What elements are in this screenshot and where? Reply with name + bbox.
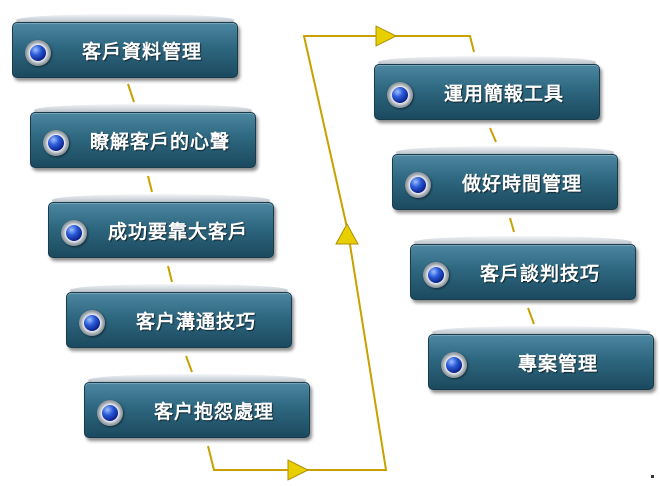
blue-sphere-icon	[441, 352, 467, 378]
blue-sphere-icon	[61, 220, 87, 246]
step-project-management: 專案管理	[428, 326, 654, 390]
triangle-arrow-icon	[375, 25, 398, 47]
step-label: 成功要靠大客戶	[107, 220, 248, 243]
step-label: 專案管理	[517, 352, 598, 375]
step-label: 客户溝通技巧	[135, 310, 256, 333]
blue-sphere-icon	[405, 172, 431, 198]
step-label: 客戶資料管理	[81, 40, 202, 63]
corner-marker	[651, 475, 654, 478]
step-customer-voice: 瞭解客戶的心聲	[30, 104, 256, 168]
step-communication: 客户溝通技巧	[66, 284, 292, 348]
step-label: 客户抱怨處理	[153, 400, 274, 423]
step-time-management: 做好時間管理	[392, 146, 618, 210]
step-label: 做好時間管理	[461, 172, 582, 195]
blue-sphere-icon	[79, 310, 105, 336]
triangle-arrow-icon	[287, 459, 310, 481]
blue-sphere-icon	[387, 82, 413, 108]
step-label: 瞭解客戶的心聲	[89, 130, 230, 153]
step-customer-data: 客戶資料管理	[12, 14, 238, 78]
step-presentation-tools: 運用簡報工具	[374, 56, 600, 120]
step-label: 客戶談判技巧	[479, 262, 600, 285]
step-label: 運用簡報工具	[443, 82, 564, 105]
step-complaints: 客户抱怨處理	[84, 374, 310, 438]
blue-sphere-icon	[43, 130, 69, 156]
triangle-arrow-icon	[335, 222, 359, 245]
blue-sphere-icon	[25, 40, 51, 66]
step-key-accounts: 成功要靠大客戶	[48, 194, 274, 258]
step-negotiation: 客戶談判技巧	[410, 236, 636, 300]
blue-sphere-icon	[423, 262, 449, 288]
blue-sphere-icon	[97, 400, 123, 426]
